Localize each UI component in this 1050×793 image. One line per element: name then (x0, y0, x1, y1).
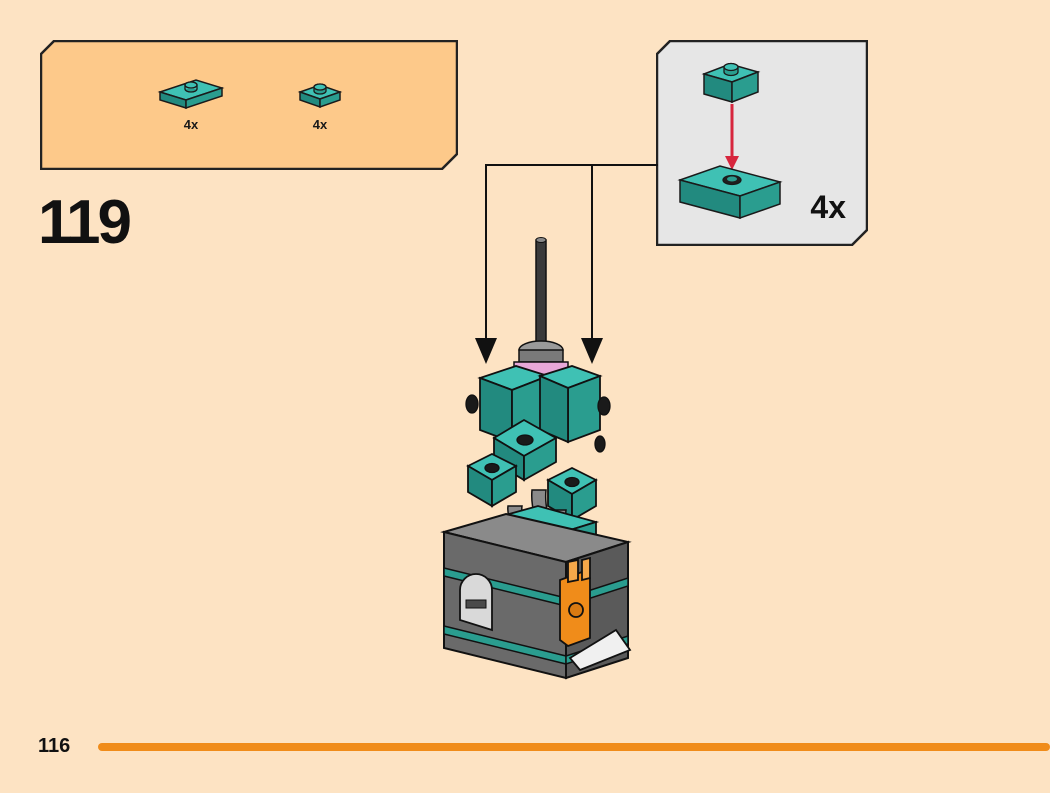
arrow-head-icon (725, 156, 739, 170)
plate-1x2-icon (157, 79, 225, 110)
step-number: 119 (38, 188, 132, 257)
page-number: 116 (38, 735, 71, 757)
build-model (440, 164, 658, 680)
progress-fill (98, 743, 1050, 751)
model-illustration (420, 150, 680, 695)
parts-list-panel: 4x 4x (40, 40, 458, 170)
arrow-down-right-icon (581, 338, 603, 364)
part-qty-plate-1x2: 4x (183, 117, 199, 132)
subassembly-callout: 4x (656, 40, 868, 246)
callout-quantity: 4x (810, 189, 846, 225)
guide-line-left (485, 164, 658, 340)
page-progress-bar (98, 743, 1050, 751)
part-qty-plate-1x1: 4x (312, 117, 328, 132)
plate-1x1-icon (297, 83, 343, 109)
part-item-plate-1x1: 4x (292, 72, 348, 132)
part-item-plate-1x2: 4x (156, 70, 226, 132)
parts-panel-frame (40, 40, 458, 170)
arrow-down-left-icon (475, 338, 497, 364)
callout-illustration (656, 40, 868, 246)
